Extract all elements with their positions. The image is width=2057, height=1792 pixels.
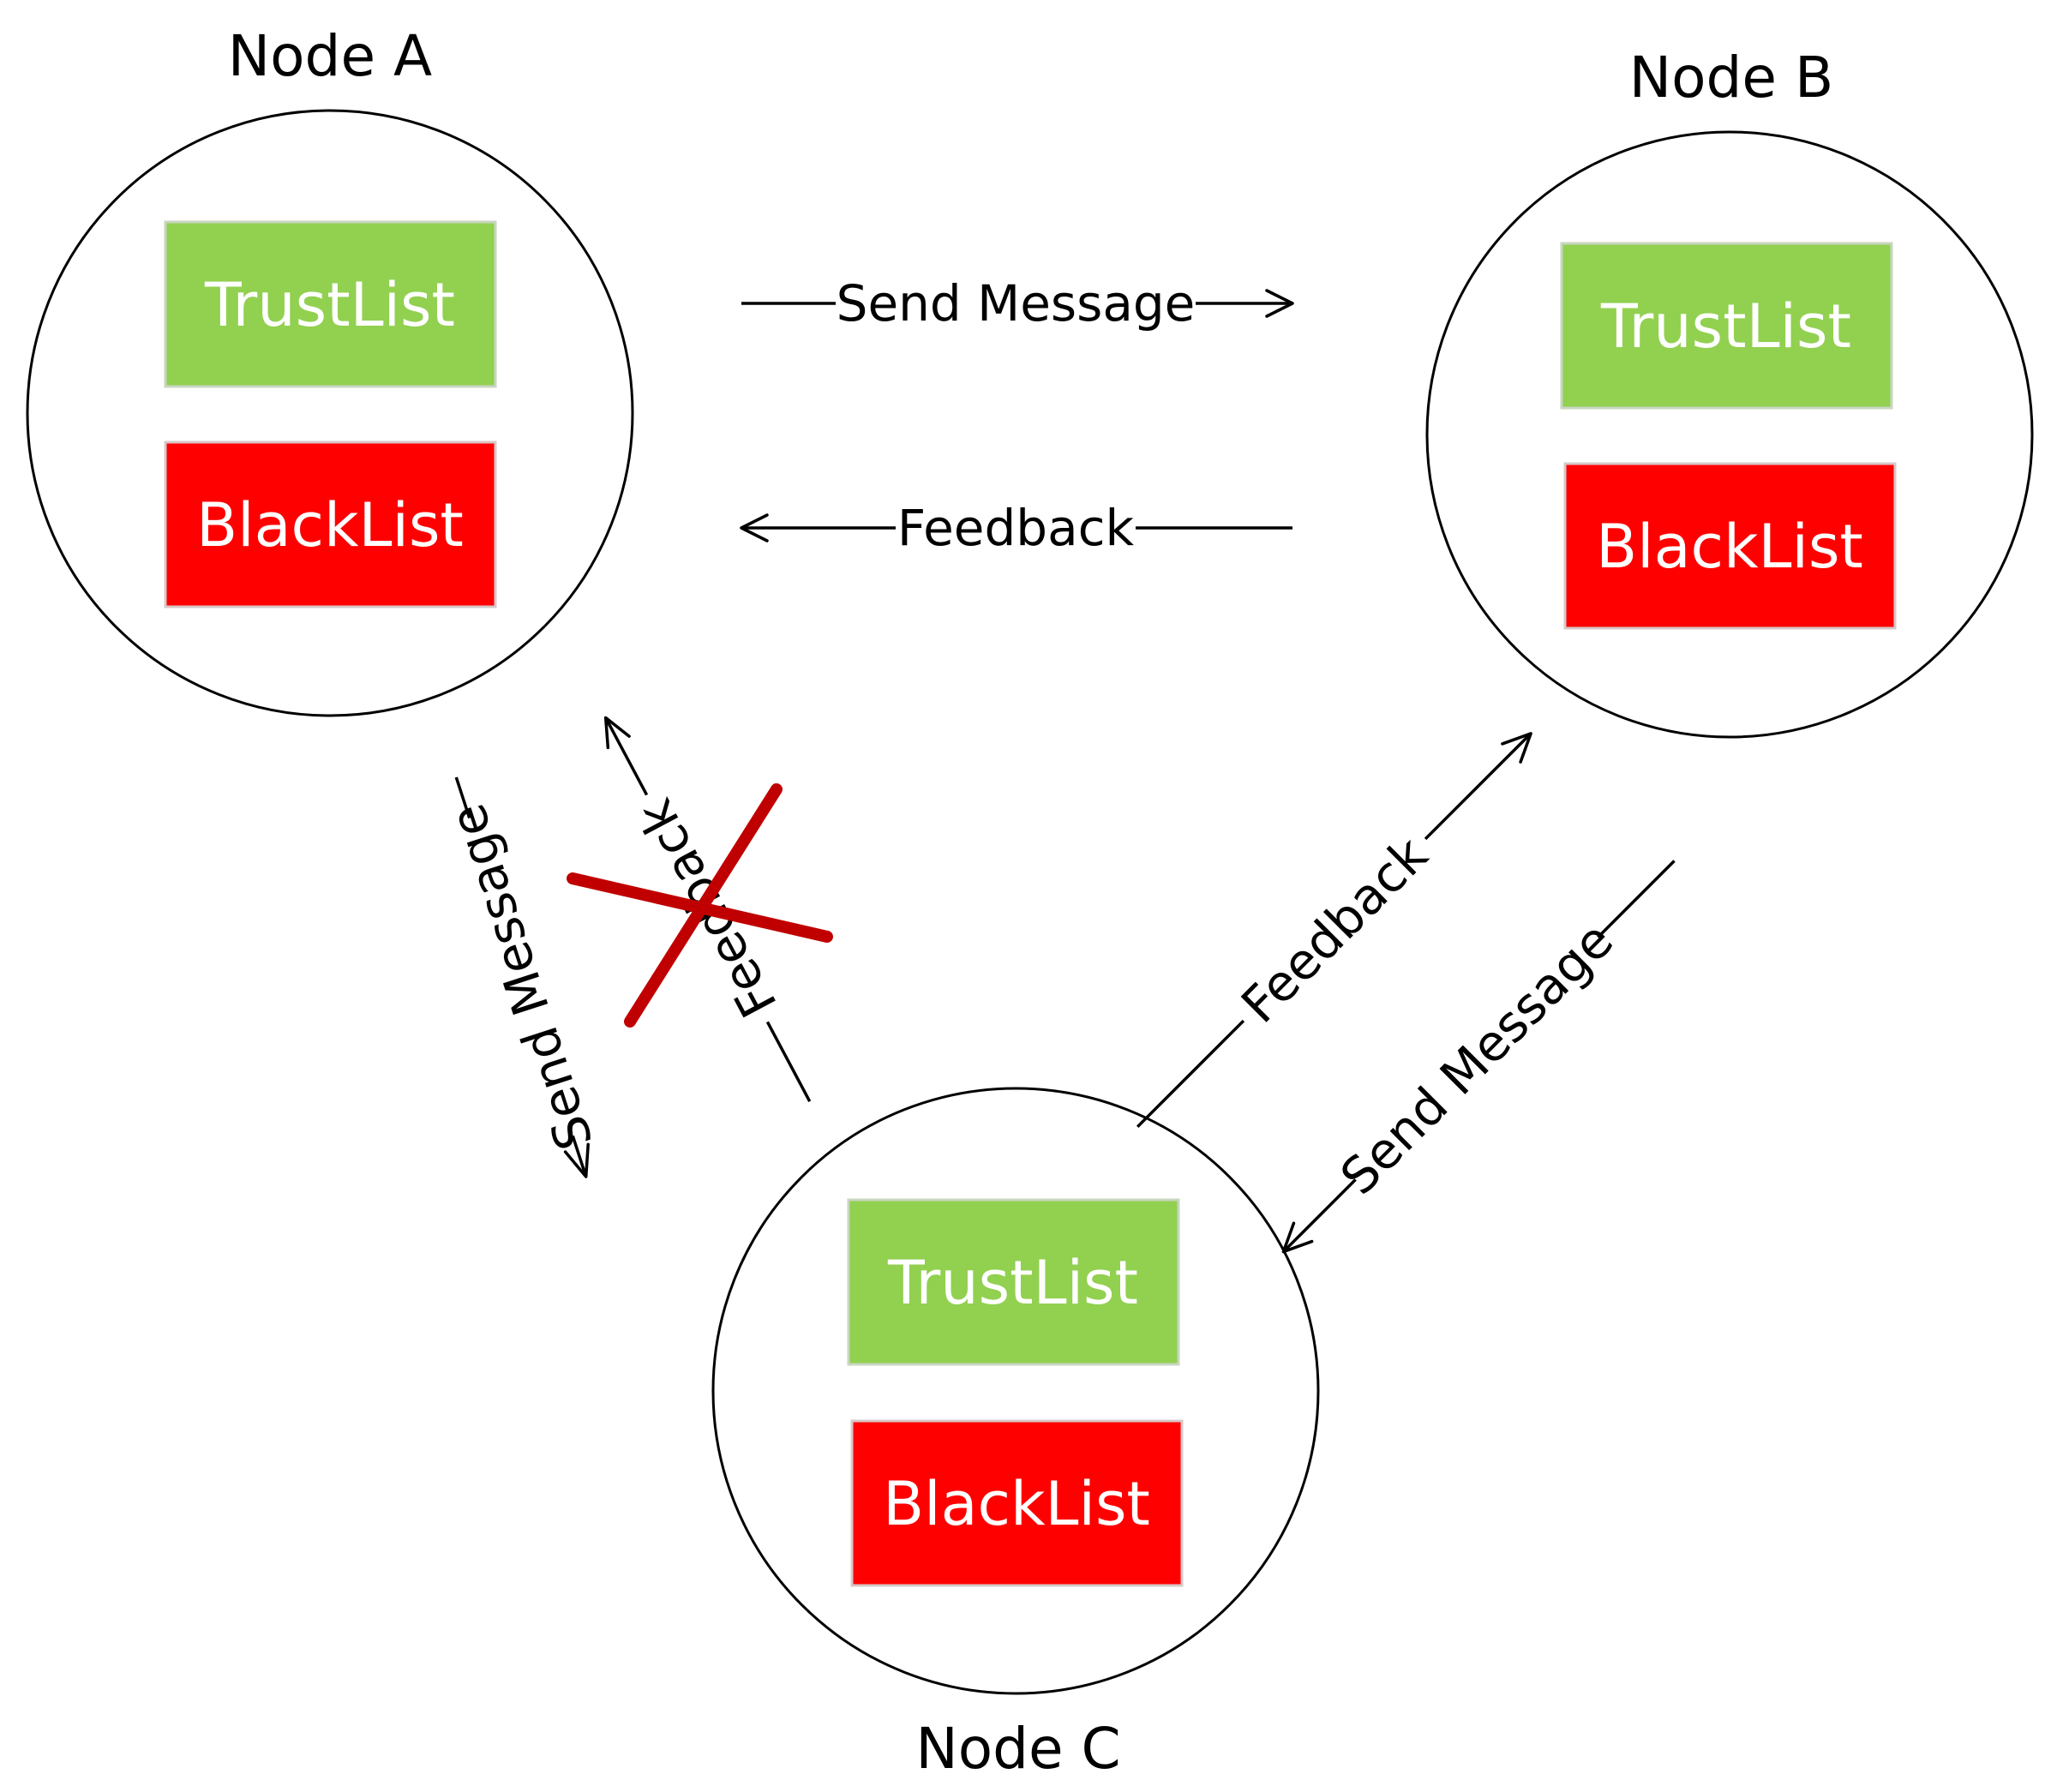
node-a-title: Node A: [228, 23, 432, 89]
node-a-trustlist-box: [164, 220, 497, 388]
edge-b-to-a-label: Feedback: [897, 499, 1135, 557]
node-b-title: Node B: [1629, 45, 1834, 111]
edge-a-to-c-line-end: [454, 776, 471, 819]
node-c-blacklist-label: BlackList: [883, 1469, 1150, 1539]
node-b-trustlist-box: [1560, 242, 1893, 410]
arrow-down-icon: [563, 1142, 590, 1178]
node-c-circle: [711, 1087, 1320, 1695]
arrow-up-right-icon: [1501, 732, 1532, 764]
edge-b-to-c-line-start: [1282, 1178, 1357, 1253]
edge-a-to-b: Send Message: [741, 274, 1294, 333]
node-a: Node A TrustList BlackList: [26, 23, 634, 717]
node-b-blacklist-label: BlackList: [1596, 512, 1863, 582]
edge-b-to-c-line-end: [1597, 860, 1676, 938]
edge-c-to-b-line-end: [1424, 734, 1531, 841]
red-x-stroke-2: [624, 783, 783, 1028]
node-b: Node B TrustList BlackList: [1425, 45, 2034, 739]
node-a-blacklist-box: [164, 441, 497, 608]
node-a-blacklist-label: BlackList: [196, 490, 464, 560]
arrow-right-icon: [1265, 289, 1294, 318]
node-a-circle: [26, 109, 634, 717]
node-b-trustlist-label: TrustList: [1600, 291, 1851, 362]
edge-a-to-c-line-start: [571, 1135, 586, 1173]
node-c-blacklist-box: [850, 1419, 1184, 1587]
node-a-trustlist-label: TrustList: [204, 270, 455, 340]
node-c-trustlist-box: [847, 1198, 1180, 1366]
edge-c-to-b-label: Feedback: [1230, 825, 1439, 1034]
node-b-circle: [1425, 130, 2034, 739]
red-x-icon: [567, 783, 833, 1028]
node-c-trustlist-label: TrustList: [887, 1248, 1138, 1318]
edge-b-to-c-label: Send Message: [1329, 911, 1624, 1206]
edge-c-to-b-line-start: [1136, 1019, 1245, 1129]
edge-a-to-c: Send Message: [438, 776, 604, 1178]
edge-c-to-a-line-end: [605, 718, 649, 796]
node-c-title: Node C: [915, 1716, 1120, 1782]
arrow-up-left-icon: [603, 716, 631, 750]
edge-b-to-a: Feedback: [740, 499, 1292, 557]
node-b-blacklist-box: [1563, 462, 1897, 630]
edge-a-to-b-label: Send Message: [837, 274, 1196, 333]
edge-a-to-c-label: Send Message: [438, 797, 604, 1156]
edge-c-to-a-line-start: [765, 1021, 812, 1102]
node-c: TrustList BlackList Node C: [711, 1087, 1320, 1782]
